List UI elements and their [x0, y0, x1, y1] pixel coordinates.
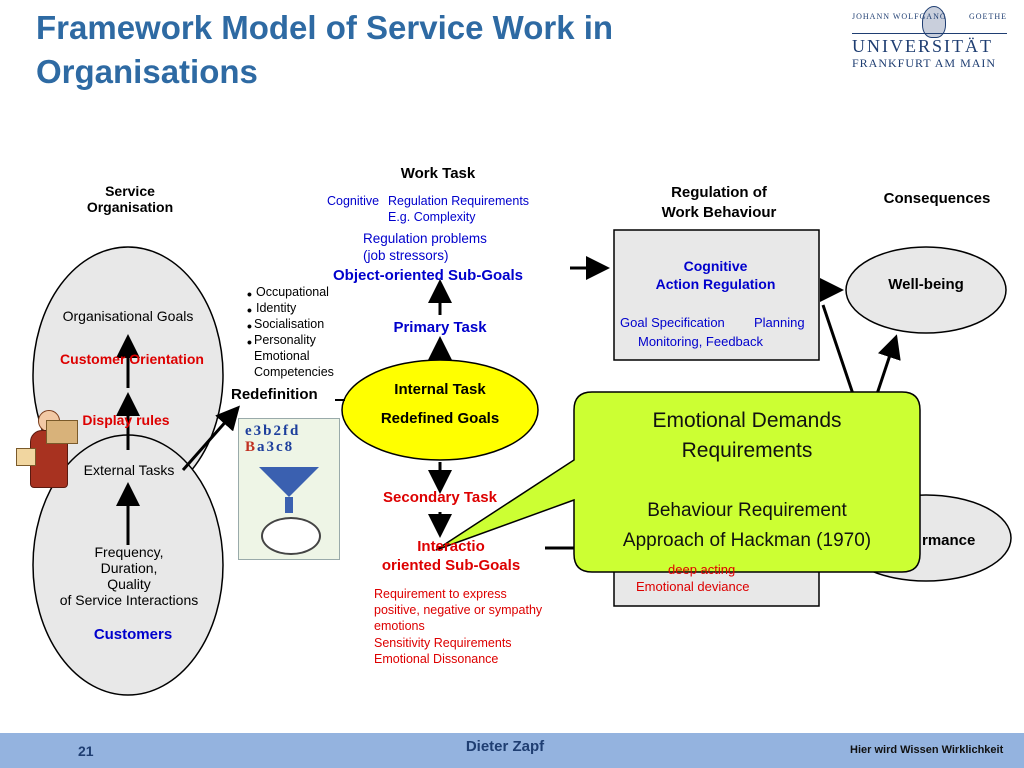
- performance-label: rmance: [922, 532, 976, 549]
- person-factor-item: Occupational Identity: [256, 285, 329, 315]
- university-logo: JOHANN WOLFGANG GOETHE UNIVERSITÄT FRANK…: [852, 12, 1007, 70]
- work-task-heading: Work Task: [400, 165, 476, 182]
- regulation-requirements-label: Regulation Requirements: [388, 194, 530, 208]
- requirement-to-express-label: Requirement to express positive, negativ…: [374, 587, 543, 633]
- person-factors-list: Occupational Identity Socialisation Pers…: [250, 284, 360, 380]
- goethe-portrait-icon: [922, 6, 946, 38]
- logo-line1-right: GOETHE: [969, 12, 1007, 21]
- balloon-spacer: [580, 466, 914, 496]
- balloon-line-4: Approach of Hackman (1970): [622, 530, 872, 551]
- well-being-ellipse: [845, 246, 1007, 334]
- bullet-dots: ••••: [247, 286, 252, 350]
- complexity-label: E.g. Complexity: [388, 210, 476, 224]
- regulation-problems-label: Regulation problems (job stressors): [363, 231, 487, 263]
- goal-specification-label: Goal Specification: [620, 315, 725, 330]
- footer-author: Dieter Zapf: [465, 738, 545, 755]
- frequency-duration-quality-label: Frequency, Duration, Quality of Service …: [59, 544, 199, 608]
- balloon-line-3: Behaviour Requirement: [647, 500, 847, 521]
- person-factor-item: Socialisation: [254, 317, 325, 331]
- logo-city: FRANKFURT AM MAIN: [852, 56, 997, 70]
- planning-label: Planning: [754, 315, 805, 330]
- well-being-label: Well-being: [888, 276, 964, 293]
- monitoring-feedback-label: Monitoring, Feedback: [638, 334, 764, 349]
- speech-balloon: [435, 391, 921, 573]
- display-rules-label: Display rules: [82, 412, 170, 428]
- page-title: Framework Model of Service Work in Organ…: [36, 9, 614, 90]
- deep-acting-label: deep acting: [668, 562, 736, 577]
- footer-slogan: Hier wird Wissen Wirklichkeit: [850, 744, 1004, 756]
- page-number: 21: [78, 743, 94, 759]
- redefined-goals-label: Redefined Goals: [380, 410, 500, 427]
- balloon-line-2: Requirements: [681, 439, 813, 462]
- footer-bar: 21 Dieter Zapf Hier wird Wissen Wirklich…: [0, 733, 1024, 768]
- person-factor-item: Emotional Competencies: [254, 349, 334, 379]
- object-oriented-subgoals-label: Object-oriented Sub-Goals: [333, 267, 524, 284]
- sensitivity-requirements-label: Sensitivity Requirements Emotional Disso…: [374, 636, 512, 666]
- logo-university: UNIVERSITÄT: [852, 33, 1007, 56]
- logo-line1-left: JOHANN WOLFGANG: [852, 12, 947, 21]
- organisational-goals-label: Organisational Goals: [62, 308, 194, 324]
- cognitive-label: Cognitive: [327, 194, 380, 208]
- cognitive-action-regulation-label: Cognitive Action Regulation: [655, 258, 776, 292]
- diagram-canvas: [32, 229, 1012, 696]
- primary-task-label: Primary Task: [393, 319, 487, 336]
- cognitive-regulation-box: [613, 229, 820, 361]
- internal-task-label: Internal Task: [394, 381, 486, 398]
- secondary-task-label: Secondary Task: [383, 489, 497, 506]
- consequences-heading: Consequences: [883, 190, 991, 207]
- external-tasks-label: External Tasks: [83, 462, 175, 478]
- customer-orientation-label: Customer Orientation: [60, 351, 204, 367]
- regulation-heading: Regulation of Work Behaviour: [661, 184, 777, 221]
- redefinition-label: Redefinition: [231, 386, 318, 403]
- person-factor-item: Personality: [254, 333, 316, 347]
- balloon-text: Emotional Demands Requirements Behaviour…: [580, 406, 914, 556]
- interaction-oriented-subgoals-label: Interactio oriented Sub-Goals: [381, 538, 521, 574]
- customers-label: Customers: [93, 626, 173, 643]
- emotional-deviance-label: Emotional deviance: [636, 579, 750, 594]
- internal-task-ellipse: [341, 359, 539, 461]
- balloon-line-1: Emotional Demands: [652, 409, 842, 432]
- service-organisation-heading: Service Organisation: [86, 183, 174, 215]
- waiter-illustration-icon: [16, 408, 82, 496]
